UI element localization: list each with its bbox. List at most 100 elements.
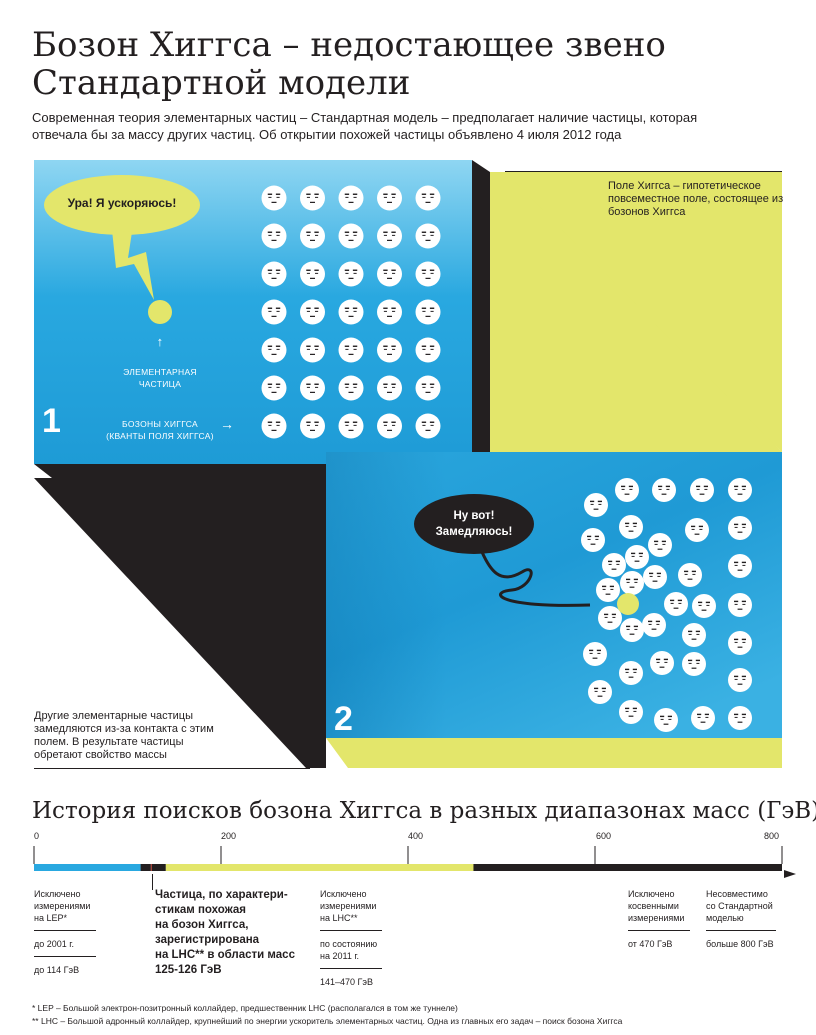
boson-icon	[415, 375, 441, 401]
history-title: История поисков бозона Хиггса в разных д…	[32, 798, 816, 824]
boson-icon	[581, 528, 605, 552]
boson-icon	[642, 613, 666, 637]
lhc-found-annotation: Частица, по характери- стикам похожая на…	[155, 889, 295, 976]
tick-600: 600	[596, 831, 612, 841]
boson-icon	[728, 668, 752, 692]
mass-range-bar	[140, 864, 151, 871]
boson-icon	[415, 413, 441, 439]
lhc-excluded-date: по состоянию на 2011 г.	[320, 939, 378, 961]
boson-icon	[602, 553, 626, 577]
mass-range-bar	[150, 864, 152, 871]
boson-icon	[620, 571, 644, 595]
boson-icon	[728, 631, 752, 655]
panel2-bubble-text: Ну вот! Замедляюсь!	[435, 510, 513, 538]
boson-icon	[598, 606, 622, 630]
indirect-range: от 470 ГэВ	[628, 939, 673, 949]
boson-icon	[377, 223, 402, 249]
boson-icon	[588, 680, 612, 704]
boson-icon	[619, 661, 643, 685]
boson-icon	[261, 223, 287, 249]
boson-icon	[415, 337, 441, 363]
panel1-speech-bubble	[44, 175, 200, 235]
arrow-right-icon: →	[220, 416, 234, 432]
boson-icon	[648, 533, 672, 557]
boson-icon	[300, 261, 325, 287]
boson-icon	[300, 299, 325, 325]
boson-icon	[338, 261, 364, 287]
higgs-field-yellow-band-2	[488, 172, 782, 462]
boson-icon	[728, 593, 752, 617]
boson-icon	[261, 185, 287, 211]
boson-icon	[300, 375, 325, 401]
panel1-particle	[148, 300, 172, 324]
boson-icon	[415, 261, 441, 287]
boson-icon	[728, 554, 752, 578]
mass-range-bar	[473, 864, 782, 871]
mass-range-bar	[34, 864, 141, 871]
panel2-yellow-edge	[326, 738, 782, 768]
boson-icon	[619, 700, 643, 724]
panel2-speech-bubble	[414, 494, 534, 554]
boson-icon	[377, 261, 402, 287]
footnote-lep: * LEP – Большой электрон-позитронный кол…	[32, 1003, 458, 1013]
indirect-annotation: Исключено косвенными измерениями	[628, 889, 685, 923]
boson-icon	[338, 223, 364, 249]
boson-icon	[338, 375, 364, 401]
lhc-excluded-range: 141–470 ГэВ	[320, 977, 374, 987]
boson-icon	[377, 185, 402, 211]
mass-range-bar	[165, 864, 474, 871]
tick-400: 400	[408, 831, 424, 841]
panel1-number: 1	[42, 402, 61, 440]
boson-icon	[596, 578, 620, 602]
boson-icon	[685, 518, 709, 542]
boson-icon	[625, 545, 649, 569]
boson-icon	[261, 261, 287, 287]
higgs-illustration	[34, 160, 782, 768]
higgs-field-note: Поле Хиггса – гипотетическое повсеместно…	[608, 180, 784, 218]
panel2-number: 2	[334, 700, 353, 738]
panel1-bubble-text: Ура! Я ускоряюсь!	[67, 196, 177, 210]
tick-200: 200	[221, 831, 237, 841]
boson-icon	[261, 375, 287, 401]
boson-icon	[682, 652, 706, 676]
incompatible-range: больше 800 ГэВ	[706, 939, 774, 949]
boson-icon	[615, 478, 639, 502]
boson-icon	[678, 563, 702, 587]
page-title: Бозон Хиггса – недостающее звено Стандар…	[32, 26, 792, 102]
boson-icon	[692, 594, 716, 618]
boson-icon	[300, 185, 325, 211]
boson-icon	[338, 299, 364, 325]
boson-icon	[654, 708, 678, 732]
lhc-excluded-annotation: Исключено измерениями на LHC**	[320, 889, 377, 923]
tick-800: 800	[764, 831, 780, 841]
boson-icon	[664, 592, 688, 616]
boson-icon	[690, 478, 714, 502]
boson-icon	[415, 185, 441, 211]
panel2-boson-cluster	[581, 478, 752, 732]
boson-icon	[728, 478, 752, 502]
lep-range: до 114 ГэВ	[34, 965, 80, 975]
boson-icon	[300, 337, 325, 363]
boson-icon	[682, 623, 706, 647]
boson-icon	[377, 337, 402, 363]
boson-icon	[415, 299, 441, 325]
panel1-boson-grid	[261, 185, 441, 439]
mass-note: Другие элементарные частицы замедляются …	[34, 710, 214, 761]
particle-label: ЭЛЕМЕНТАРНАЯ ЧАСТИЦА	[123, 367, 197, 389]
boson-icon	[338, 337, 364, 363]
boson-icon	[261, 299, 287, 325]
boson-icon	[619, 515, 643, 539]
boson-icon	[584, 493, 608, 517]
boson-icon	[728, 706, 752, 730]
boson-icon	[377, 299, 402, 325]
boson-icon	[583, 642, 607, 666]
subtitle: Современная теория элементарных частиц –…	[32, 110, 698, 142]
boson-icon	[377, 375, 402, 401]
tick-0: 0	[34, 831, 40, 841]
boson-icon	[338, 413, 364, 439]
arrow-up-icon: ↑	[156, 334, 164, 349]
boson-icon	[650, 651, 674, 675]
footnote-lhc: ** LHC – Большой адронный коллайдер, кру…	[32, 1016, 623, 1026]
boson-icon	[300, 413, 325, 439]
title-line-1: Бозон Хиггса – недостающее звено	[32, 25, 666, 65]
